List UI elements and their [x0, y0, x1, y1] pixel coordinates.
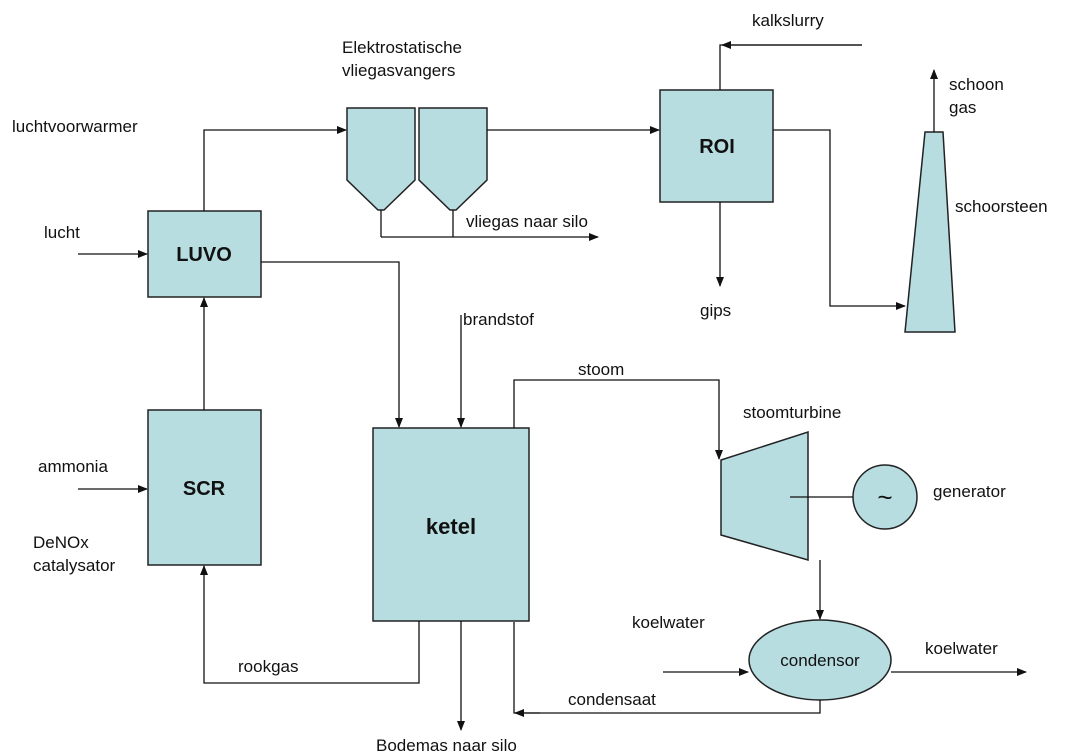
label-esp-2: vliegasvangers: [342, 61, 455, 80]
label-denox-2: catalysator: [33, 556, 116, 575]
arrow-luvo-to-esp: [203, 126, 347, 211]
label-schoorsteen: schoorsteen: [955, 197, 1048, 216]
luvo-box: [147, 210, 262, 298]
label-lucht: lucht: [44, 223, 80, 242]
label-stoom: stoom: [578, 360, 624, 379]
label-brandstof: brandstof: [463, 310, 534, 329]
label-condensaat: condensaat: [568, 690, 656, 709]
label-bodemas: Bodemas naar silo: [376, 736, 517, 753]
arrow-luvo-to-ketel: [261, 261, 403, 428]
electrostatic-precipitator-left: [346, 107, 416, 211]
label-schoon-1: schoon: [949, 75, 1004, 94]
ketel-label: ketel: [426, 514, 476, 539]
steam-turbine-shape: [720, 430, 809, 561]
roi-label: ROI: [699, 136, 735, 158]
scr-box: [147, 409, 262, 566]
label-koelwater-in: koelwater: [632, 613, 705, 632]
label-vliegas: vliegas naar silo: [466, 212, 588, 231]
label-koelwater-out: koelwater: [925, 639, 998, 658]
arrow-stoom-to-turbine: [513, 379, 723, 460]
label-esp-1: Elektrostatische: [342, 38, 462, 57]
label-schoon-2: gas: [949, 98, 976, 117]
arrow-roi-to-chimney: [773, 129, 906, 310]
ketel-box: [372, 427, 530, 622]
luvo-label: LUVO: [176, 244, 232, 266]
label-rookgas: rookgas: [238, 657, 298, 676]
label-gips: gips: [700, 301, 731, 320]
arrow-rookgas-to-scr: [200, 565, 420, 684]
label-ammonia: ammonia: [38, 457, 108, 476]
generator-symbol: ~: [877, 482, 892, 512]
label-luchtvoorwarmer: luchtvoorwarmer: [12, 117, 138, 136]
label-denox-1: DeNOx: [33, 533, 89, 552]
chimney-shape: [904, 131, 956, 333]
arrow-kalkslurry-in: [719, 44, 862, 90]
scr-label: SCR: [183, 478, 226, 500]
electrostatic-precipitator-right: [418, 107, 488, 211]
label-stoomturbine: stoomturbine: [743, 403, 841, 422]
arrow-condensaat-to-ketel: [513, 622, 821, 714]
label-generator: generator: [933, 482, 1006, 501]
label-kalkslurry: kalkslurry: [752, 11, 824, 30]
condensor-label: condensor: [780, 651, 860, 670]
roi-box: [659, 89, 774, 203]
